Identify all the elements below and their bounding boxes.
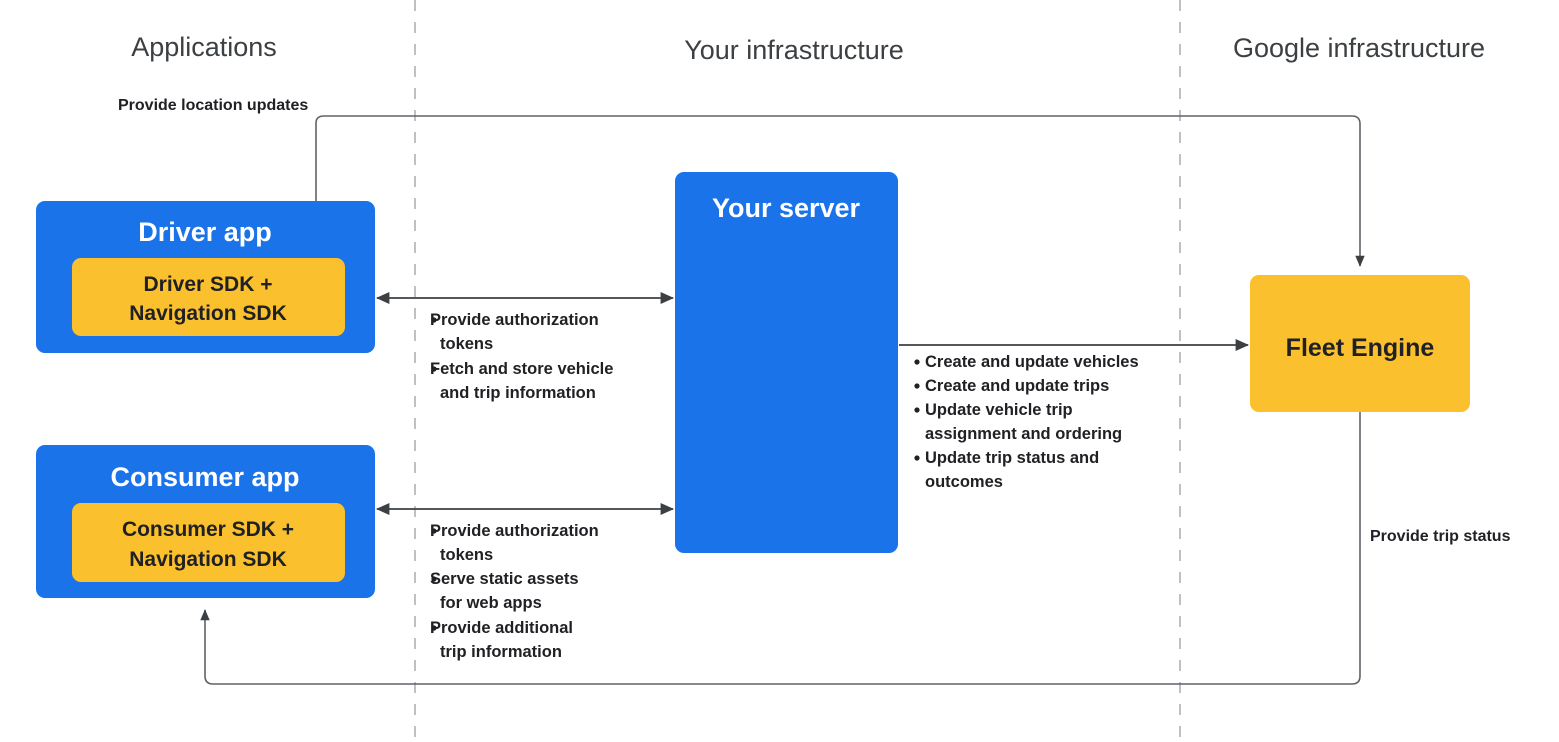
zone-header-google-infrastructure: Google infrastructure (1233, 33, 1485, 63)
bullet-item: Provide authorization (430, 311, 599, 329)
node-your-server[interactable]: Your server (675, 172, 898, 553)
bullet-item: Update trip status and (925, 449, 1099, 467)
bullets-consumer-server: Provide authorization tokens Serve stati… (430, 522, 599, 661)
bullet-item-cont: assignment and ordering (925, 425, 1122, 443)
bullet-item-cont: for web apps (440, 594, 542, 612)
bullet-item-cont: trip information (440, 643, 562, 661)
driver-sdk-box (72, 258, 345, 336)
fleet-engine-box (1250, 275, 1470, 412)
bullet-item-cont: tokens (440, 335, 493, 353)
bullet-item: Provide authorization (430, 522, 599, 540)
bullet-item-cont: and trip information (440, 384, 596, 402)
bullet-dot-icon (914, 383, 920, 389)
driver-app-title: Driver app (138, 217, 272, 247)
your-server-box (675, 172, 898, 553)
edge-label-provide-trip-status: Provide trip status (1370, 528, 1511, 545)
consumer-sdk-label-line2: Navigation SDK (129, 548, 287, 571)
bullets-server-fleetengine: Create and update vehicles Create and up… (914, 353, 1139, 491)
bullet-dot-icon (431, 576, 437, 582)
bullet-dot-icon (431, 317, 437, 323)
bullet-item: Fetch and store vehicle (430, 360, 613, 378)
bullet-item-cont: tokens (440, 546, 493, 564)
bullet-dot-icon (431, 528, 437, 534)
node-driver-app[interactable]: Driver app Driver SDK + Navigation SDK (36, 201, 375, 353)
bullet-dot-icon (431, 366, 437, 372)
driver-sdk-label-line1: Driver SDK + (144, 273, 273, 296)
zone-header-applications: Applications (131, 32, 277, 62)
bullet-dot-icon (431, 625, 437, 631)
fleet-engine-title: Fleet Engine (1286, 334, 1435, 362)
bullet-item-cont: outcomes (925, 473, 1003, 491)
edge-label-provide-location-updates: Provide location updates (118, 97, 308, 114)
node-consumer-app[interactable]: Consumer app Consumer SDK + Navigation S… (36, 445, 375, 598)
edge-provide-location-updates-path (315, 115, 1365, 267)
zone-header-your-infrastructure: Your infrastructure (684, 35, 904, 65)
edge-provide-trip-status-path (200, 412, 1361, 685)
your-server-title: Your server (712, 193, 861, 223)
driver-sdk-label-line2: Navigation SDK (129, 302, 287, 325)
bullet-item: Serve static assets (430, 570, 579, 588)
bullet-item: Update vehicle trip (925, 401, 1073, 419)
bullets-driver-server: Provide authorization tokens Fetch and s… (430, 311, 613, 402)
bullet-item: Provide additional (430, 619, 573, 637)
bullet-item: Create and update trips (925, 377, 1109, 395)
consumer-sdk-label-line1: Consumer SDK + (122, 518, 294, 541)
consumer-sdk-box (72, 503, 345, 582)
bullet-dot-icon (914, 359, 920, 365)
bullet-item: Create and update vehicles (925, 353, 1139, 371)
node-fleet-engine[interactable]: Fleet Engine (1250, 275, 1470, 412)
bullet-dot-icon (914, 407, 920, 413)
consumer-app-title: Consumer app (110, 462, 299, 492)
bullet-dot-icon (914, 455, 920, 461)
